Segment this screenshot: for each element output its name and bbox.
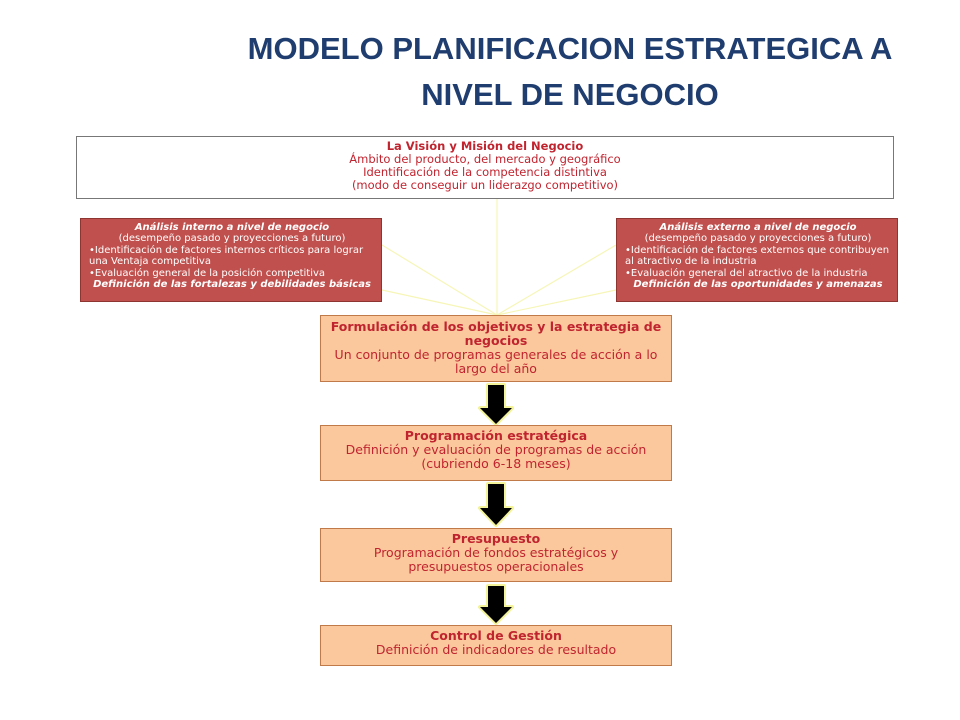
- page-title: MODELO PLANIFICACION ESTRATEGICA A NIVEL…: [200, 26, 940, 118]
- internal-bullet-1: •Identificación de factores internos crí…: [89, 244, 364, 268]
- external-head: Análisis externo a nivel de negocio: [659, 222, 857, 233]
- external-bullet-2: •Evaluación general del atractivo de la …: [625, 267, 868, 279]
- internal-foot: Definición de las fortalezas y debilidad…: [93, 279, 371, 291]
- budget-line-1: Programación de fondos estratégicos y: [373, 545, 619, 560]
- formulation-body: Un conjunto de programas generales de ac…: [334, 347, 658, 376]
- formulation-head: Formulación de los objetivos y la estrat…: [330, 319, 662, 348]
- programming-box: Programación estratégica Definición y ev…: [320, 425, 672, 481]
- external-analysis-box: Análisis externo a nivel de negocio (des…: [616, 218, 898, 302]
- vision-line-1: Ámbito del producto, del mercado y geogr…: [349, 152, 621, 166]
- arrow-3: [478, 584, 514, 625]
- internal-bullet-2: •Evaluación general de la posición compe…: [89, 267, 326, 279]
- vision-line-2: Identificación de la competencia distint…: [363, 165, 607, 179]
- internal-sub: (desempeño pasado y proyecciones a futur…: [118, 233, 346, 245]
- internal-connector-lower: [381, 289, 498, 316]
- budget-line-2: presupuestos operacionales: [408, 559, 584, 574]
- arrow-2: [478, 482, 514, 527]
- external-connector-lower: [496, 289, 617, 316]
- external-bullet-1: •Identificación de factores externos que…: [625, 244, 890, 268]
- title-line-1: MODELO PLANIFICACION ESTRATEGICA A: [247, 31, 893, 66]
- vision-mission-box: La Visión y Misión del Negocio Ámbito de…: [76, 136, 894, 199]
- title-line-2: NIVEL DE NEGOCIO: [421, 77, 719, 112]
- external-sub: (desempeño pasado y proyecciones a futur…: [644, 233, 872, 245]
- control-box: Control de Gestión Definición de indicad…: [320, 625, 672, 666]
- control-head: Control de Gestión: [430, 628, 562, 643]
- external-foot: Definición de las oportunidades y amenaz…: [633, 279, 883, 291]
- arrow-1: [478, 383, 514, 426]
- control-body: Definición de indicadores de resultado: [375, 642, 617, 657]
- programming-line-1: Definición y evaluación de programas de …: [345, 442, 647, 457]
- external-connector-upper: [496, 244, 617, 316]
- programming-head: Programación estratégica: [404, 428, 588, 443]
- internal-connector-upper: [381, 244, 498, 316]
- budget-box: Presupuesto Programación de fondos estra…: [320, 528, 672, 582]
- vision-head: La Visión y Misión del Negocio: [386, 139, 584, 153]
- vision-line-3: (modo de conseguir un liderazgo competit…: [351, 178, 619, 192]
- internal-head: Análisis interno a nivel de negocio: [134, 222, 330, 233]
- budget-head: Presupuesto: [451, 531, 541, 546]
- formulation-box: Formulación de los objetivos y la estrat…: [320, 315, 672, 382]
- internal-analysis-box: Análisis interno a nivel de negocio (des…: [80, 218, 382, 302]
- programming-line-2: (cubriendo 6-18 meses): [421, 456, 571, 471]
